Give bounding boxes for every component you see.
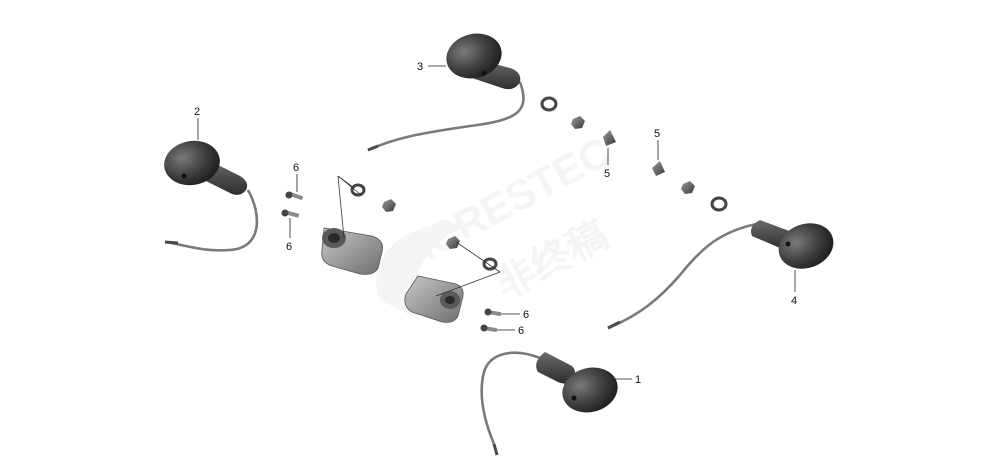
- callout-6c-label: 6: [523, 309, 529, 321]
- callout-5a-label: 5: [604, 168, 610, 180]
- turn-signal-right-shell: [778, 223, 834, 269]
- turn-signal-top: [367, 33, 525, 152]
- turn-signal-bottom-stem: [536, 352, 575, 384]
- assembly-guide-lines: [337, 175, 501, 297]
- callout-6d-label: 6: [518, 325, 524, 337]
- bolt: [484, 308, 502, 317]
- callout-5a: 5: [604, 148, 610, 180]
- callout-5b: 5: [654, 128, 660, 160]
- bolt: [285, 191, 304, 201]
- callout-1: 1: [615, 374, 641, 386]
- turn-signal-bottom-wire: [480, 351, 541, 445]
- callout-6c: 6: [501, 309, 529, 321]
- turn-signal-left-wire: [164, 189, 259, 252]
- turn-signal-bottom-shell: [562, 367, 618, 413]
- callout-6b-label: 6: [286, 241, 292, 253]
- callout-6b: 6: [286, 218, 292, 253]
- callout-6a-label: 6: [293, 162, 299, 174]
- mounting-clamp-right: [404, 275, 464, 323]
- hex-nut: [382, 199, 396, 212]
- bolt: [281, 209, 300, 218]
- callout-6a: 6: [293, 162, 299, 192]
- cone-nut: [652, 161, 665, 176]
- callout-3: 3: [417, 61, 446, 73]
- callout-4-label: 4: [791, 295, 797, 307]
- callout-5b-label: 5: [654, 128, 660, 140]
- washer: [540, 96, 558, 112]
- hex-nut: [446, 236, 460, 249]
- turn-signal-right-wire: [607, 221, 763, 330]
- callout-6d: 6: [497, 325, 524, 337]
- callout-2: 2: [194, 106, 200, 140]
- washer: [482, 257, 498, 271]
- washer: [350, 183, 366, 197]
- mounting-clamp-left: [321, 227, 383, 275]
- turn-signal-left-shell: [164, 140, 220, 186]
- turn-signal-bottom: [480, 351, 618, 456]
- turn-signal-top-wire: [367, 81, 525, 152]
- hex-nut: [681, 181, 695, 194]
- hardware-set: [281, 96, 728, 333]
- turn-signal-top-shell: [446, 33, 502, 79]
- turn-signal-left: [164, 140, 259, 252]
- cone-nut: [603, 130, 616, 146]
- callout-2-label: 2: [194, 106, 200, 118]
- callout-1-label: 1: [635, 374, 641, 386]
- washer: [710, 196, 728, 212]
- turn-signal-right: [607, 220, 834, 330]
- watermark-logo-swoosh: [376, 223, 470, 320]
- hex-nut: [571, 116, 585, 129]
- callout-3-label: 3: [417, 61, 423, 73]
- callout-4: 4: [791, 270, 797, 307]
- callouts: 1 2 3 4 5 5 6 6: [194, 61, 797, 386]
- bolt: [480, 324, 498, 333]
